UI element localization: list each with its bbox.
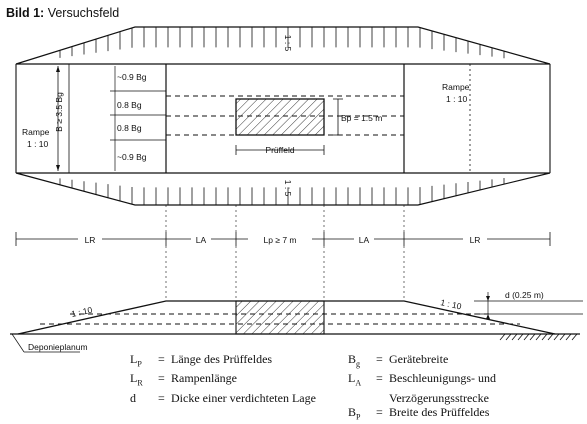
figure-number: Bild 1: bbox=[6, 6, 45, 20]
dim-lr-right: LR bbox=[470, 235, 481, 245]
layer-lines bbox=[40, 313, 520, 325]
bp-label: Bp = 1.5 m bbox=[341, 113, 382, 123]
dim-lp: Lp ≥ 7 m bbox=[263, 235, 296, 245]
dim-lr-left: LR bbox=[85, 235, 96, 245]
legend-item-d: d =Dicke einer verdichteten Lage bbox=[130, 391, 316, 410]
thickness-label: d (0.25 m) bbox=[505, 290, 544, 300]
legend-left: LP =Länge des Prüffeldes LR =Rampenlänge… bbox=[130, 352, 316, 410]
hatch-tick bbox=[565, 333, 572, 341]
planum-label: Deponieplanum bbox=[28, 342, 88, 352]
rampe-right-ratio: 1 : 10 bbox=[446, 94, 468, 104]
top-side-slope bbox=[15, 26, 551, 65]
legend-description: Beschleunigungs- und bbox=[389, 371, 496, 386]
hatch-tick bbox=[499, 333, 506, 341]
legend-symbol: BP bbox=[348, 404, 361, 422]
legend-item-lr: LR =Rampenlänge bbox=[130, 371, 316, 390]
rampe-left-ratio: 1 : 10 bbox=[27, 139, 49, 149]
longitudinal-section bbox=[10, 292, 583, 353]
strip-label-3: 0.8 Bg bbox=[117, 123, 142, 133]
slope-bottom-label: 1 : 5 bbox=[283, 180, 293, 197]
hatch-tick bbox=[559, 333, 566, 341]
hatch-tick bbox=[523, 333, 530, 341]
ground-hatching bbox=[499, 333, 578, 341]
legend-description: Breite des Prüffeldes bbox=[389, 404, 490, 419]
legend-description: Verzögerungsstrecke bbox=[389, 390, 489, 405]
hatch-tick bbox=[571, 333, 578, 341]
legend-symbol: Bg bbox=[348, 352, 361, 369]
hatch-tick bbox=[529, 333, 536, 341]
legend-description: Länge des Prüffeldes bbox=[171, 352, 273, 366]
dim-la-left: LA bbox=[196, 235, 207, 245]
width-label: B ≥ 3.5 Bg bbox=[54, 92, 64, 132]
hatch-tick bbox=[535, 333, 542, 341]
hatch-tick bbox=[547, 333, 554, 341]
legend-right: Bg =Gerätebreite LA =Beschleunigungs- un… bbox=[348, 352, 496, 424]
hatch-tick bbox=[541, 333, 548, 341]
legend-item-la: LA =Beschleunigungs- und bbox=[348, 371, 496, 390]
section-slope-left: 1 : 10 bbox=[70, 305, 93, 319]
hatch-tick bbox=[553, 333, 560, 341]
figure-title: Bild 1: Versuchsfeld bbox=[6, 6, 119, 20]
legend-symbol: d bbox=[130, 390, 136, 405]
strip-label-1: ~0.9 Bg bbox=[117, 72, 147, 82]
slope-top-label: 1 : 5 bbox=[283, 35, 293, 52]
test-field-section bbox=[235, 300, 325, 335]
legend-item-bg: Bg =Gerätebreite bbox=[348, 352, 496, 371]
legend-item-bp: BP =Breite des Prüffeldes bbox=[348, 405, 496, 424]
bottom-slope-hatching bbox=[59, 178, 505, 205]
legend-item-la-cont: Verzögerungsstrecke bbox=[348, 391, 496, 405]
hatch-tick bbox=[505, 333, 512, 341]
legend-description: Dicke einer verdichteten Lage bbox=[171, 390, 316, 405]
legend-item-lp: LP =Länge des Prüffeldes bbox=[130, 352, 316, 371]
dim-la-right: LA bbox=[359, 235, 370, 245]
plan-view bbox=[15, 26, 551, 206]
legend-symbol: LR bbox=[130, 371, 143, 388]
legend-description: Gerätebreite bbox=[389, 352, 449, 366]
top-slope-hatching bbox=[59, 27, 505, 59]
prueffeld-label: Prüffeld bbox=[265, 145, 294, 155]
strip-label-2: 0.8 Bg bbox=[117, 100, 142, 110]
test-field-area bbox=[235, 98, 325, 136]
strip-label-4: ~0.9 Bg bbox=[117, 152, 147, 162]
section-slope-right: 1 : 10 bbox=[440, 297, 463, 311]
hatch-tick bbox=[511, 333, 518, 341]
strip-lines-left bbox=[110, 90, 166, 141]
bottom-side-slope bbox=[15, 172, 551, 206]
figure-caption: Versuchsfeld bbox=[47, 6, 120, 20]
legend-symbol: LP bbox=[130, 352, 142, 369]
hatch-tick bbox=[517, 333, 524, 341]
rampe-right-label: Rampe bbox=[442, 82, 470, 92]
length-dimension-chain bbox=[15, 205, 551, 300]
rampe-left-label: Rampe bbox=[22, 127, 50, 137]
legend-description: Rampenlänge bbox=[171, 371, 237, 386]
legend-symbol: LA bbox=[348, 371, 362, 388]
